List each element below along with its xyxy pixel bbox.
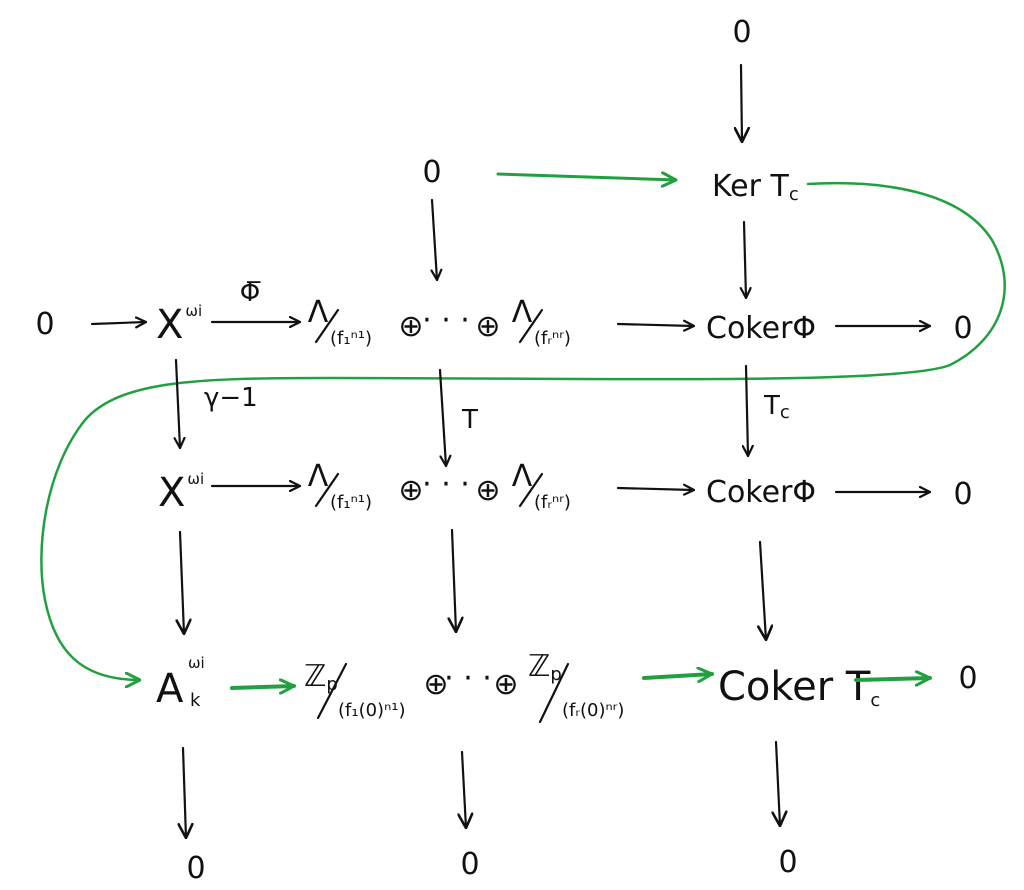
- arrow-x-to-a: [180, 530, 184, 634]
- zero-row2-right: 0: [953, 311, 972, 346]
- zero-bottom-right: 0: [778, 845, 797, 880]
- sum-row3: Λ (f₁ⁿ¹) ⊕ · · · ⊕ Λ (fᵣⁿʳ): [308, 459, 571, 513]
- sum-row2-last-slash: [518, 308, 544, 344]
- sum-row2-last-num: Λ: [512, 295, 533, 330]
- arrow-coker-phi-to-coker-tc: [760, 540, 766, 640]
- phi-label: Φ̅: [240, 278, 261, 308]
- green-arrow-coker-tc-to-zero: [854, 678, 932, 680]
- sum-row4-last-den: (fᵣ(0)ⁿʳ): [562, 700, 624, 721]
- sum-row2-last-den: (fᵣⁿʳ): [534, 328, 571, 349]
- sum-row4-last-slash: [538, 662, 570, 724]
- zero-row2-left: 0: [35, 307, 54, 342]
- a-k: A: [156, 666, 184, 712]
- ker-tc-main: Ker T: [712, 169, 790, 204]
- sum-row4-first-slash: [316, 662, 348, 720]
- sum-row4: ℤp (f₁(0)ⁿ¹) ⊕ · · · ⊕ ℤp (fᵣ(0)ⁿʳ): [304, 649, 624, 724]
- sum-row3-last-den: (fᵣⁿʳ): [534, 492, 571, 513]
- sum-row3-last-num: Λ: [512, 459, 533, 494]
- sum-row4-oplus-left: ⊕: [423, 667, 448, 702]
- arrow-tc: [746, 364, 748, 458]
- green-arrow-zero-to-ker: [496, 174, 678, 180]
- zero-top-right: 0: [732, 15, 751, 50]
- sum-row4-first-num: ℤp: [304, 659, 338, 695]
- sum-row3-first-slash: [314, 472, 340, 508]
- gamma-label: γ−1: [204, 383, 258, 413]
- coker-tc: Coker Tc: [718, 664, 880, 711]
- sum-row3-oplus-left: ⊕: [398, 473, 423, 508]
- arrow-sum-to-zp: [452, 528, 456, 632]
- arrow-sum-to-coker-row3: [616, 488, 696, 490]
- arrow-zero-to-x-row2: [90, 322, 148, 324]
- green-snake-connecting-map: [40, 181, 1006, 680]
- sum-row4-dots: · · ·: [444, 661, 492, 696]
- sum-row4-last-zp-sub: p: [550, 664, 561, 685]
- x-row3-sup: ωi: [187, 470, 204, 488]
- sum-row3-last-slash: [518, 472, 544, 508]
- tc-label: Tc: [763, 391, 790, 423]
- a-k-sup: ωi: [188, 654, 205, 672]
- sum-row2-first-num: Λ: [308, 295, 329, 330]
- sum-row3-first-den: (f₁ⁿ¹): [330, 492, 372, 513]
- zero-kernel-row: 0: [422, 155, 441, 190]
- sum-row2-first-slash: [314, 308, 340, 344]
- arrow-t: [438, 368, 446, 468]
- arrow-zero-to-middle-sum: [432, 198, 437, 282]
- sum-row3-first-num: Λ: [308, 459, 329, 494]
- green-arrow-a-to-zp: [230, 686, 296, 688]
- arrow-top-zero-to-ker: [741, 63, 742, 142]
- x-row3-main: X: [158, 470, 185, 516]
- sum-row4-first-zp: ℤ: [304, 659, 326, 694]
- coker-tc-sub: c: [870, 690, 880, 711]
- green-arrow-zp-to-coker-tc: [642, 674, 714, 678]
- x-row2-main: X: [156, 302, 183, 348]
- zero-bottom-middle: 0: [460, 847, 479, 882]
- a-k-sub: k: [190, 690, 201, 711]
- sum-row3-oplus-right: ⊕: [475, 473, 500, 508]
- arrow-a-to-zero: [183, 746, 186, 838]
- zero-row4-right: 0: [958, 661, 977, 696]
- arrow-sum-to-coker-row2: [616, 324, 696, 326]
- sum-row4-first-den: (f₁(0)ⁿ¹): [338, 700, 405, 721]
- arrow-zp-to-zero: [462, 750, 466, 828]
- tc-label-sub: c: [780, 402, 790, 423]
- sum-row2-oplus-left: ⊕: [398, 309, 423, 344]
- sum-row2-first-den: (f₁ⁿ¹): [330, 328, 372, 349]
- sum-row4-first-zp-sub: p: [326, 674, 337, 695]
- sum-row2-oplus-right: ⊕: [475, 309, 500, 344]
- t-label: T: [461, 405, 478, 435]
- ker-tc: Ker Tc: [712, 169, 799, 205]
- sum-row3-dots: · · ·: [422, 467, 470, 502]
- arrow-gamma-minus-one: [176, 358, 180, 450]
- coker-phi-row2: CokerΦ: [706, 311, 816, 346]
- arrow-coker-tc-to-zero-down: [776, 740, 780, 826]
- tc-label-main: T: [763, 391, 780, 421]
- sum-row2: Λ (f₁ⁿ¹) ⊕ · · · ⊕ Λ (fᵣⁿʳ): [308, 295, 571, 349]
- sum-row4-oplus-right: ⊕: [493, 667, 518, 702]
- zero-bottom-left: 0: [186, 851, 205, 886]
- a-k-main: A: [156, 666, 184, 712]
- zero-row3-right: 0: [953, 477, 972, 512]
- coker-phi-row3: CokerΦ: [706, 475, 816, 510]
- ker-tc-sub: c: [789, 184, 799, 205]
- sum-row4-last-zp: ℤ: [528, 649, 550, 684]
- sum-row2-dots: · · ·: [422, 303, 470, 338]
- arrow-ker-to-coker-phi: [744, 220, 746, 300]
- x-row2-sup: ωi: [185, 302, 202, 320]
- coker-tc-main: Coker T: [718, 664, 871, 710]
- sum-row4-last-num: ℤp: [528, 649, 562, 685]
